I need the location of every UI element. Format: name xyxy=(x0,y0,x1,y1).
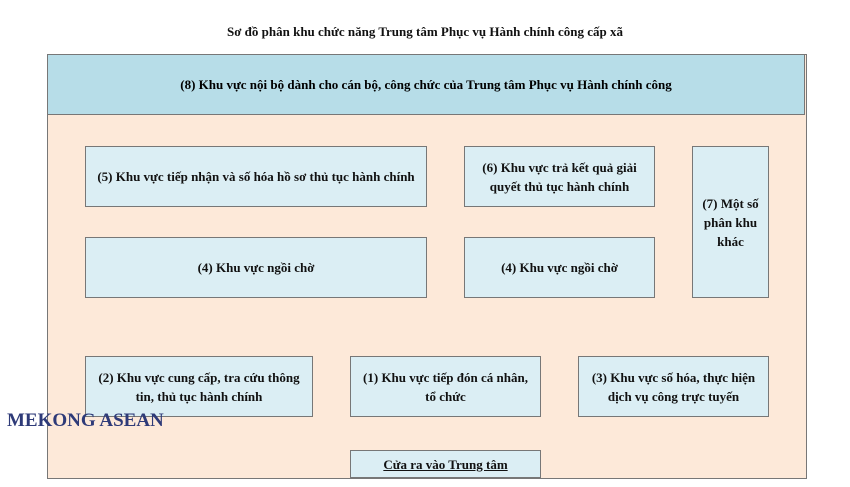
diagram-title: Sơ đồ phân khu chức năng Trung tâm Phục … xyxy=(227,24,623,39)
zone-4-waiting-right: (4) Khu vực ngồi chờ xyxy=(464,237,655,298)
zone-7-other: (7) Một số phân khu khác xyxy=(692,146,769,298)
zone-5-reception: (5) Khu vực tiếp nhận và số hóa hồ sơ th… xyxy=(85,146,427,207)
zone-8-internal: (8) Khu vực nội bộ dành cho cán bộ, công… xyxy=(47,54,805,115)
zone-6-results: (6) Khu vực trả kết quả giải quyết thủ t… xyxy=(464,146,655,207)
zone-2-information: (2) Khu vực cung cấp, tra cứu thông tin,… xyxy=(85,356,313,417)
zone-1-welcome: (1) Khu vực tiếp đón cá nhân, tổ chức xyxy=(350,356,541,417)
zone-3-digitization: (3) Khu vực số hóa, thực hiện dịch vụ cô… xyxy=(578,356,769,417)
entrance-door: Cửa ra vào Trung tâm xyxy=(350,450,541,478)
zone-4-waiting-left: (4) Khu vực ngồi chờ xyxy=(85,237,427,298)
mekong-asean-logo: MEKONG ASEAN xyxy=(7,410,164,431)
